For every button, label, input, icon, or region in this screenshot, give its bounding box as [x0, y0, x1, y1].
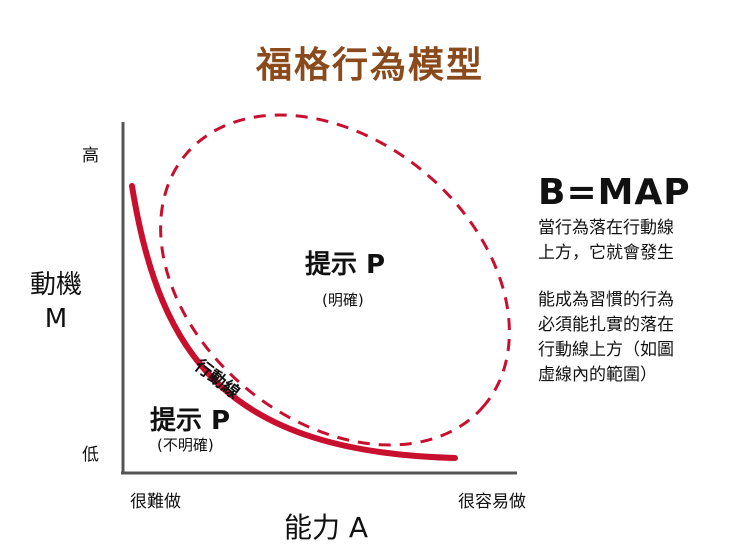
y-axis-title: 動機 M — [30, 268, 82, 336]
y-axis-low-label: 低 — [82, 445, 99, 465]
y-axis-high-label: 高 — [82, 146, 99, 166]
note-behavior-occurs: 當行為落在行動線 上方，它就會發生 — [538, 218, 674, 263]
prompt-unclear-sub: (不明確) — [157, 436, 214, 454]
prompt-unclear-label: 提示 P — [150, 406, 231, 436]
action-line-curve — [129, 183, 458, 461]
x-axis-left-label: 很難做 — [130, 492, 181, 512]
note-habit-formation: 能成為習慣的行為 必須能扎實的落在 行動線上方（如圖 虛線內的範圍） — [538, 290, 674, 385]
diagram-title: 福格行為模型 — [255, 45, 484, 86]
y-axis-title-line2: M — [44, 304, 68, 334]
habit-zone-dashed-ellipse — [159, 113, 511, 447]
prompt-clear-sub: (明確) — [322, 291, 364, 309]
prompt-clear-label: 提示 P — [305, 250, 386, 280]
x-axis-right-label: 很容易做 — [458, 492, 526, 512]
x-axis-title: 能力 A — [284, 511, 369, 544]
formula-heading: B=MAP — [538, 172, 691, 213]
y-axis-title-line1: 動機 — [30, 270, 83, 300]
